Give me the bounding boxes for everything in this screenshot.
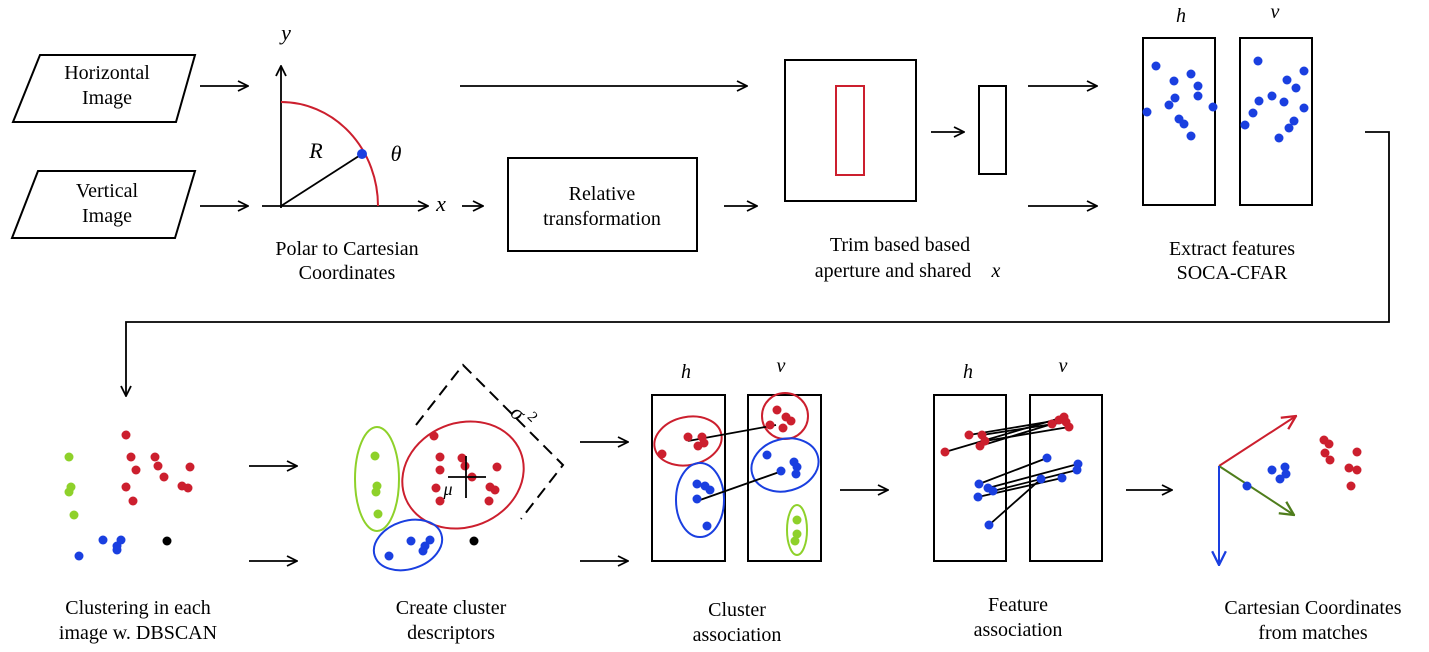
cartesian-step: Cartesian Coordinates from matches bbox=[1219, 416, 1402, 644]
feature-assoc-h-red-points bbox=[940, 430, 990, 457]
relative-transformation-box: Relative transformation bbox=[507, 157, 698, 252]
clustering-caption-1: Clustering in each bbox=[65, 597, 211, 619]
polar-arc bbox=[280, 101, 379, 207]
cluster-assoc-h-blue bbox=[675, 462, 725, 538]
polar-radius-line bbox=[280, 153, 363, 207]
descriptor-noise-point bbox=[469, 536, 479, 546]
cartesian-caption-1: Cartesian Coordinates bbox=[1224, 597, 1401, 619]
cluster-association-step: h v Cluster association bbox=[651, 355, 822, 646]
cartesian-red-points bbox=[1319, 435, 1362, 491]
polar-caption-2: Coordinates bbox=[299, 262, 396, 284]
descriptor-sigma-label: σ 2 bbox=[506, 400, 541, 426]
extract-caption-1: Extract features bbox=[1169, 238, 1295, 260]
trim-caption-1: Trim based based bbox=[830, 234, 970, 256]
cluster-assoc-v-frame bbox=[747, 394, 822, 562]
descriptor-mu-label: μ bbox=[442, 479, 452, 499]
polar-point bbox=[357, 149, 367, 159]
feature-assoc-h-blue-points bbox=[973, 479, 998, 530]
trim-result-strip bbox=[978, 85, 1007, 175]
descriptor-red-ellipse bbox=[401, 420, 525, 530]
cluster-assoc-v-blue bbox=[750, 437, 820, 493]
clustering-blue-points bbox=[74, 535, 126, 561]
extract-h-points bbox=[1142, 61, 1218, 141]
cluster-assoc-caption-2: association bbox=[693, 624, 782, 646]
polar-y-label: y bbox=[279, 20, 291, 45]
clustering-noise-point bbox=[162, 536, 172, 546]
vertical-image-label-2: Image bbox=[82, 205, 132, 227]
cluster-assoc-caption-1: Cluster bbox=[708, 599, 766, 621]
trim-step: Trim based based aperture and shared x bbox=[784, 59, 1007, 282]
feature-assoc-v-frame bbox=[1029, 394, 1103, 562]
trim-caption-var: x bbox=[991, 260, 1001, 282]
relative-label-2: transformation bbox=[543, 208, 661, 230]
cluster-assoc-v-label: v bbox=[777, 355, 786, 377]
extract-v-points bbox=[1240, 56, 1309, 143]
arrow-row-connector bbox=[126, 131, 1390, 396]
relative-label-1: Relative bbox=[569, 183, 636, 205]
cartesian-caption-2: from matches bbox=[1258, 622, 1368, 644]
descriptor-green-points bbox=[370, 451, 383, 519]
descriptor-blue-points bbox=[384, 535, 435, 561]
polar-to-cartesian-step: y x R θ Polar to Cartesian Coordinates bbox=[262, 20, 446, 284]
descriptor-red-points bbox=[429, 431, 502, 506]
horizontal-image-label-2: Image bbox=[82, 87, 132, 109]
feature-assoc-h-frame bbox=[933, 394, 1007, 562]
descriptors-caption-2: descriptors bbox=[407, 622, 495, 644]
descriptors-caption-1: Create cluster bbox=[396, 597, 507, 619]
extract-h-label: h bbox=[1176, 5, 1186, 27]
clustering-green-points bbox=[64, 452, 79, 520]
descriptor-blue-ellipse bbox=[372, 518, 444, 572]
cluster-assoc-h-red-points bbox=[657, 432, 709, 459]
descriptor-variance-bracket bbox=[415, 363, 565, 520]
polar-angle-label: θ bbox=[391, 141, 402, 166]
polar-caption-1: Polar to Cartesian bbox=[275, 238, 418, 260]
extract-v-label: v bbox=[1271, 1, 1280, 23]
cluster-assoc-v-red-points bbox=[765, 405, 796, 433]
cluster-assoc-v-green bbox=[786, 504, 808, 556]
trim-full-frame bbox=[784, 59, 917, 202]
descriptors-step: μ σ 2 Create cluster descriptors bbox=[354, 363, 565, 644]
extract-caption-2: SOCA-CFAR bbox=[1177, 262, 1288, 284]
feature-assoc-v-blue-points bbox=[1036, 453, 1083, 484]
feature-assoc-caption-1: Feature bbox=[988, 594, 1048, 616]
cartesian-green-axis bbox=[1218, 465, 1294, 515]
cluster-assoc-h-label: h bbox=[681, 361, 691, 383]
feature-assoc-h-label: h bbox=[963, 361, 973, 383]
trim-caption-2: aperture and shared bbox=[815, 260, 972, 282]
trim-aperture-window bbox=[835, 85, 865, 176]
cluster-assoc-h-blue-points bbox=[692, 479, 715, 531]
vertical-image-label-1: Vertical bbox=[76, 180, 139, 202]
feature-assoc-v-label: v bbox=[1059, 355, 1068, 377]
extract-features-step: h v Extract features SOCA-CFAR bbox=[1142, 1, 1313, 284]
polar-radius-label: R bbox=[308, 138, 323, 163]
clustering-red-points bbox=[121, 430, 195, 506]
cluster-assoc-v-green-points bbox=[790, 515, 802, 546]
extract-v-frame bbox=[1239, 37, 1313, 206]
horizontal-image-input: Horizontal Image bbox=[11, 54, 197, 123]
clustering-caption-2: image w. DBSCAN bbox=[59, 622, 217, 644]
cluster-assoc-h-frame bbox=[651, 394, 726, 562]
feature-assoc-caption-2: association bbox=[974, 619, 1063, 641]
cartesian-red-axis bbox=[1218, 416, 1296, 467]
vertical-image-input: Vertical Image bbox=[10, 170, 197, 239]
feature-assoc-v-red-points bbox=[1047, 412, 1074, 432]
clustering-step: Clustering in each image w. DBSCAN bbox=[59, 430, 217, 644]
cluster-assoc-v-blue-points bbox=[762, 450, 802, 479]
cluster-assoc-link-blue bbox=[699, 469, 786, 501]
horizontal-image-label-1: Horizontal bbox=[64, 62, 150, 84]
polar-x-label: x bbox=[435, 191, 446, 216]
extract-h-frame bbox=[1142, 37, 1216, 206]
feature-association-step: h v Feature bbox=[933, 355, 1103, 641]
cartesian-blue-points bbox=[1242, 462, 1291, 491]
descriptor-green-ellipse bbox=[354, 426, 400, 532]
